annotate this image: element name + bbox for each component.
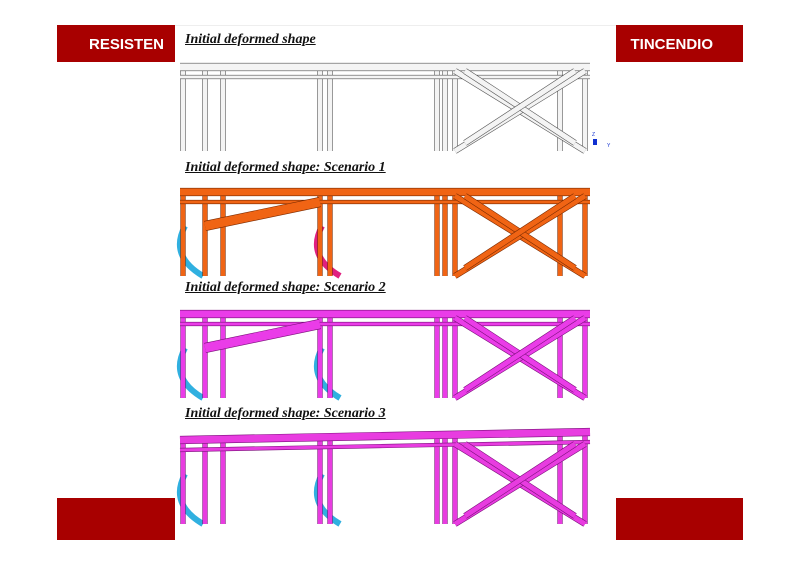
axis-label-y: Y [607, 143, 611, 149]
cross-brace [463, 315, 577, 393]
sagging-beam [204, 197, 321, 231]
structure-drawings: ZY [176, 62, 611, 527]
deck-beam [179, 428, 591, 444]
cross-brace [463, 441, 577, 519]
cross-brace [463, 193, 577, 271]
panel-title-scenario-1: Initial deformed shape: Scenario 1 [185, 160, 386, 175]
axis-triad-icon [593, 139, 597, 145]
header-right-text: TINCENDIO [630, 36, 714, 53]
deformed-shape-figure: Initial deformed shape Initial deformed … [175, 25, 616, 541]
deck-lower-beam [179, 440, 591, 452]
header-left-text: RESISTEN [89, 36, 165, 53]
sagging-beam [204, 319, 321, 353]
panel-title-initial: Initial deformed shape [185, 32, 316, 47]
panel-title-scenario-2: Initial deformed shape: Scenario 2 [185, 280, 386, 295]
axis-label-z: Z [592, 132, 595, 138]
cross-brace [463, 68, 577, 146]
panel-title-scenario-3: Initial deformed shape: Scenario 3 [185, 406, 386, 421]
